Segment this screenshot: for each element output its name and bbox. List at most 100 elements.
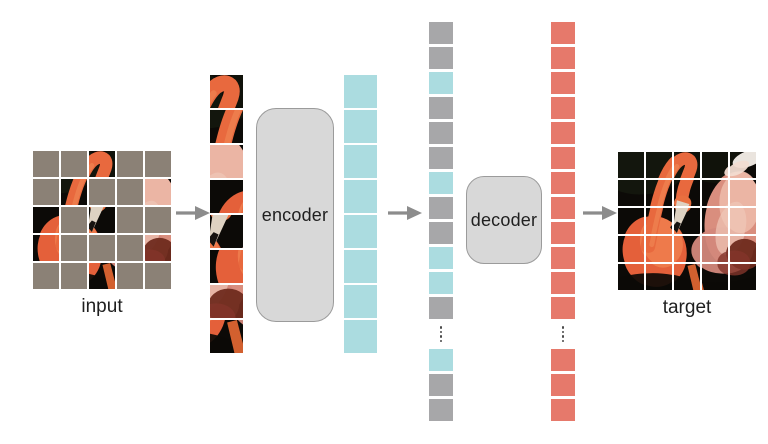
mask-token [429,47,453,69]
decoded-token [551,147,575,169]
target-patch [646,208,672,234]
encoded-token [429,172,453,194]
decoded-token [551,97,575,119]
latent-with-mask-tokens-strip [429,22,453,421]
target-patch [674,180,700,206]
input-masked-patch [117,151,143,177]
visible-patch [210,320,243,353]
mask-token [429,97,453,119]
input-masked-patch [33,151,59,177]
right-arrow-icon [176,204,210,222]
decoded-token-strip [551,22,575,421]
decoded-token [551,222,575,244]
encoded-token [429,72,453,94]
target-patch [730,180,756,206]
decoded-token [551,349,575,371]
decoded-token [551,247,575,269]
target-patch [674,152,700,178]
encoder-label: encoder [261,204,329,225]
input-masked-patch [117,207,143,233]
input-visible-patch [33,235,59,261]
target-label: target [662,297,712,318]
target-patch [646,264,672,290]
decoded-token [551,374,575,396]
visible-patch [210,180,243,213]
encoded-token [344,180,377,213]
decoded-token [551,272,575,294]
decoded-token [551,297,575,319]
visible-patch [210,250,243,283]
mask-token [429,197,453,219]
input-masked-patch [117,263,143,289]
target-patch [702,236,728,262]
decoded-token [551,122,575,144]
decoder-box: decoder [466,176,542,264]
target-patch [618,152,644,178]
input-masked-patch [117,235,143,261]
target-patch [674,236,700,262]
input-visible-patch [89,207,115,233]
target-patch [646,236,672,262]
encoded-token [429,247,453,269]
mask-token [429,297,453,319]
dot [439,335,443,338]
encoded-token [344,75,377,108]
target-grid [618,152,756,290]
target-patch [646,152,672,178]
input-visible-patch [61,179,87,205]
input-masked-patch [145,151,171,177]
target-patch [702,152,728,178]
ellipsis-dots [439,322,443,346]
target-patch [646,180,672,206]
encoded-token [344,250,377,283]
target-patch [618,264,644,290]
input-visible-patch [33,207,59,233]
input-masked-patch [61,235,87,261]
input-masked-patch [33,263,59,289]
input-masked-patch [89,235,115,261]
input-label: input [81,296,123,317]
target-patch [618,180,644,206]
dot [561,326,565,329]
target-patch [618,208,644,234]
visible-patch-strip [210,75,243,353]
encoder-box: encoder [256,108,334,322]
decoded-token [551,172,575,194]
target-patch [618,236,644,262]
dot [439,326,443,329]
decoded-token [551,197,575,219]
encoded-token [429,349,453,371]
target-patch [730,236,756,262]
mask-token [429,22,453,44]
input-masked-patch [61,263,87,289]
input-masked-patch [33,179,59,205]
encoded-token [344,320,377,353]
input-masked-patch [61,207,87,233]
mask-token [429,122,453,144]
visible-patch [210,215,243,248]
encoded-token-strip [344,75,377,353]
input-visible-patch [145,179,171,205]
input-masked-patch [145,207,171,233]
dot [439,339,443,342]
mask-token [429,374,453,396]
ellipsis-dots [561,322,565,346]
mask-token [429,147,453,169]
input-visible-patch [89,263,115,289]
right-arrow-icon [388,204,422,222]
right-arrow-icon [583,204,617,222]
target-patch [702,264,728,290]
target-patch [674,264,700,290]
encoded-token [344,285,377,318]
visible-patch [210,75,243,108]
input-visible-patch [89,151,115,177]
mask-token [429,399,453,421]
input-masked-patch [89,179,115,205]
input-grid [33,151,171,289]
decoded-token [551,47,575,69]
visible-patch [210,145,243,178]
encoded-token [344,110,377,143]
input-masked-patch [61,151,87,177]
decoded-token [551,72,575,94]
